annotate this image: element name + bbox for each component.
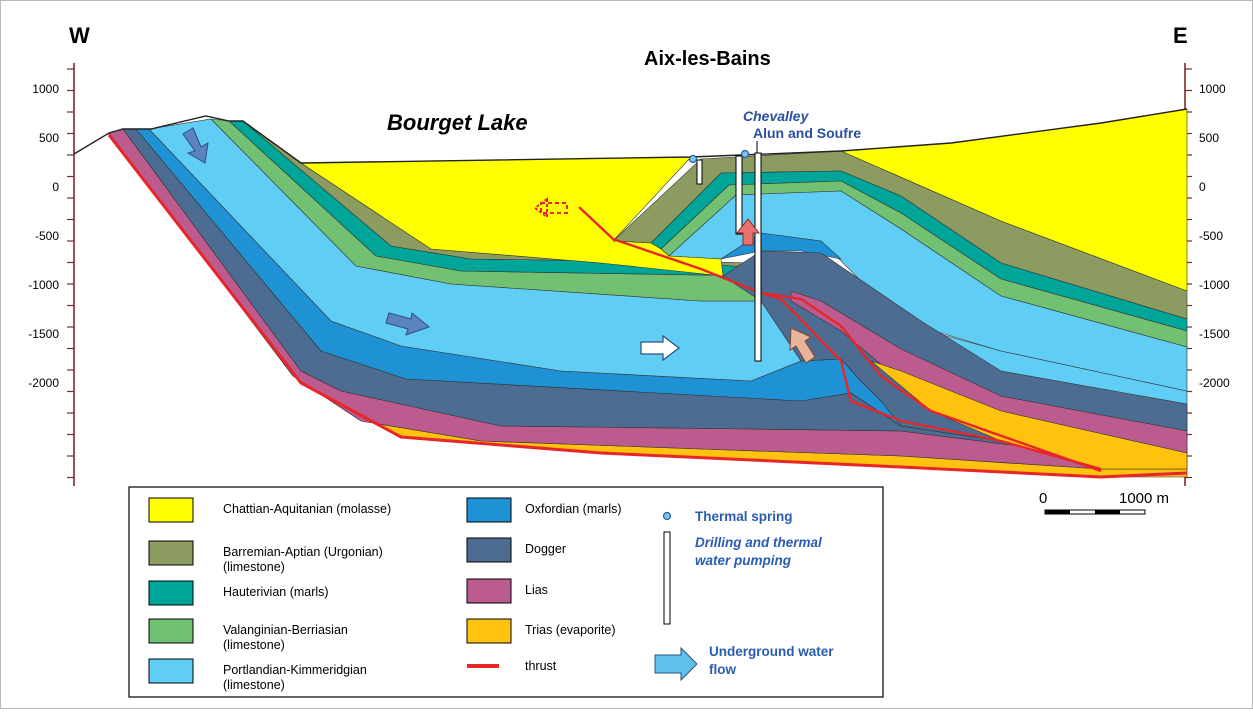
dashed-thrust-arrow [533, 197, 568, 219]
scale-end: 1000 m [1119, 490, 1169, 507]
legend-label-2: (limestone) [223, 638, 285, 652]
legend-drilling-1: Drilling and thermal [695, 535, 822, 550]
legend-flow-symbol [654, 646, 698, 682]
legend-spring-symbol [662, 511, 672, 521]
legend-thrust-label: thrust [525, 659, 557, 673]
spring-label-chevalley: Chevalley [743, 108, 810, 124]
east-label: E [1173, 23, 1188, 48]
lake-label: Bourget Lake [387, 110, 528, 135]
legend-label: Portlandian-Kimmeridgian [223, 663, 367, 677]
left-tick-label: -1000 [28, 278, 59, 292]
legend-drilling-2: water pumping [695, 553, 792, 568]
right-tick-label: 1000 [1199, 82, 1226, 96]
thrust-basal [107, 134, 1188, 479]
legend-label: Trias (evaporite) [525, 623, 616, 637]
legend-swatch [148, 497, 194, 523]
spring-label-alun: Alun and Soufre [753, 125, 861, 141]
right-tick-label: 500 [1199, 131, 1219, 145]
left-tick-label: 0 [52, 180, 59, 194]
legend-label: Lias [525, 583, 548, 597]
layer-trias-anticline [870, 360, 1188, 470]
legend: Chattian-Aquitanian (molasse) Barremian-A… [128, 486, 884, 698]
legend-label: Chattian-Aquitanian (molasse) [223, 502, 391, 516]
layer-molasse-left [300, 156, 724, 277]
legend-label-2: (limestone) [223, 678, 285, 692]
legend-flow-1: Underground water [709, 644, 834, 659]
thermal-spring-1 [688, 154, 698, 164]
well-3 [754, 152, 762, 362]
thrust-faults [107, 134, 1188, 479]
thrust-splay [760, 291, 1102, 471]
well-1 [696, 159, 703, 185]
legend-drilling-symbol [663, 531, 671, 625]
right-tick-label: -1500 [1199, 327, 1230, 341]
legend-swatch [466, 578, 512, 604]
legend-swatch [466, 497, 512, 523]
place-title: Aix-les-Bains [644, 48, 771, 70]
right-tick-label: -1000 [1199, 278, 1230, 292]
wells [696, 152, 762, 362]
legend-label: Valanginian-Berriasian [223, 623, 348, 637]
strata [108, 108, 1188, 478]
topographic-surface [73, 108, 1188, 164]
legend-flow-2: flow [709, 662, 736, 677]
well-2 [735, 155, 743, 235]
left-tick-label: -500 [35, 229, 59, 243]
legend-swatch [148, 580, 194, 606]
thrust-main [578, 206, 1102, 473]
legend-label: Barremian-Aptian (Urgonian) [223, 545, 383, 559]
west-label: W [69, 23, 90, 48]
axis-ticks: 1000 1000 500 500 0 0 -500 -500 -1000 -1000 -1500 -… [28, 68, 1230, 479]
right-tick-label: -500 [1199, 229, 1223, 243]
left-tick-label: 1000 [32, 82, 59, 96]
flow-arrow-2 [385, 312, 431, 336]
legend-spring-label: Thermal spring [695, 509, 793, 524]
flow-arrow-3 [640, 334, 680, 362]
right-tick-label: 0 [1199, 180, 1206, 194]
legend-label: Oxfordian (marls) [525, 502, 622, 516]
flow-arrow-1 [182, 127, 209, 164]
legend-swatch [466, 537, 512, 563]
legend-swatch [148, 618, 194, 644]
legend-label: Hauterivian (marls) [223, 585, 329, 599]
legend-swatch [148, 540, 194, 566]
legend-label-2: (limestone) [223, 560, 285, 574]
thermal-spring-2 [740, 149, 750, 159]
legend-label: Dogger [525, 542, 566, 556]
flow-arrow-up-1 [735, 218, 761, 246]
left-tick-label: 500 [39, 131, 59, 145]
right-tick-label: -2000 [1199, 376, 1230, 390]
legend-swatch [148, 658, 194, 684]
scale-bar: 0 1000 m [1039, 490, 1169, 515]
scale-start: 0 [1039, 490, 1047, 507]
legend-swatch [466, 618, 512, 644]
flow-arrow-up-2 [789, 327, 816, 364]
left-tick-label: -1500 [28, 327, 59, 341]
left-tick-label: -2000 [28, 376, 59, 390]
flow-arrows [182, 127, 816, 364]
